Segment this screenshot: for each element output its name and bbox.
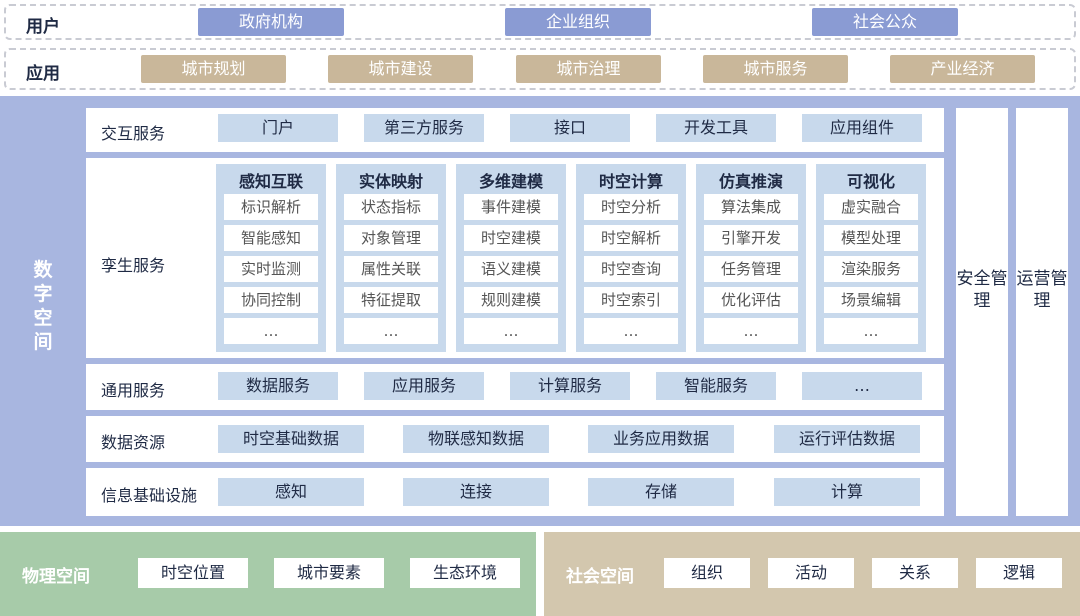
twin-column: 仿真推演算法集成引擎开发任务管理优化评估 … — [696, 164, 806, 352]
layer-data-resources: 数据资源 时空基础数据 物联感知数据 业务应用数据 运行评估数据 — [86, 416, 944, 462]
security-management: 安全管理 — [956, 108, 1008, 516]
interaction-dev-tools: 开发工具 — [656, 114, 776, 142]
twin-label: 孪生服务 — [101, 256, 166, 275]
twin-column-title: 时空计算 — [598, 172, 663, 191]
twin-column-item: 引擎开发 — [704, 225, 798, 251]
twin-column-title: 感知互联 — [238, 172, 303, 191]
twin-column-item: 算法集成 — [704, 194, 798, 220]
general-intelligent-service: 智能服务 — [656, 372, 776, 400]
twin-column-item: 对象管理 — [344, 225, 438, 251]
twin-column-item: 时空建模 — [464, 225, 558, 251]
twin-column-item: 协同控制 — [224, 287, 318, 313]
twin-column-item: 状态指标 — [344, 194, 438, 220]
twin-column-item: 属性关联 — [344, 256, 438, 282]
twin-column-item: 智能感知 — [224, 225, 318, 251]
infra-compute: 计算 — [774, 478, 920, 506]
general-app-service: 应用服务 — [364, 372, 484, 400]
twin-column-item: 虚实融合 — [824, 194, 918, 220]
twin-column-item: 优化评估 — [704, 287, 798, 313]
user-government: 政府机构 — [198, 8, 344, 36]
twin-column-item: 事件建模 — [464, 194, 558, 220]
twin-column-item: 实时监测 — [224, 256, 318, 282]
app-urban-services: 城市服务 — [703, 55, 848, 83]
twin-column-item: 时空查询 — [584, 256, 678, 282]
twin-column: 实体映射状态指标对象管理属性关联特征提取 … — [336, 164, 446, 352]
data-resources-label: 数据资源 — [101, 433, 166, 452]
security-management-label: 安全管理 — [956, 269, 1008, 311]
infra-connection: 连接 — [403, 478, 549, 506]
layer-general-services: 通用服务 数据服务 应用服务 计算服务 智能服务 … — [86, 364, 944, 410]
infra-sensing: 感知 — [218, 478, 364, 506]
twin-column-item: 规则建模 — [464, 287, 558, 313]
twin-column-title: 可视化 — [846, 172, 895, 191]
physical-space: 物理空间 时空位置 城市要素 生态环境 — [0, 532, 536, 616]
twin-column-item: 模型处理 — [824, 225, 918, 251]
twin-column-title: 实体映射 — [358, 172, 423, 191]
twin-column: 多维建模事件建模时空建模语义建模规则建模 … — [456, 164, 566, 352]
social-space-title: 社会空间 — [566, 567, 634, 587]
twin-column-item: 语义建模 — [464, 256, 558, 282]
twin-column-item: … — [824, 318, 918, 344]
social-relationship: 关系 — [872, 558, 958, 588]
social-space: 社会空间 组织 活动 关系 逻辑 — [544, 532, 1080, 616]
twin-column-item: … — [704, 318, 798, 344]
layer-interaction-services: 交互服务 门户 第三方服务 接口 开发工具 应用组件 — [86, 108, 944, 152]
twin-column-item: … — [344, 318, 438, 344]
layer-infrastructure: 信息基础设施 感知 连接 存储 计算 — [86, 468, 944, 516]
twin-column-item: 时空解析 — [584, 225, 678, 251]
apps-label: 应用 — [26, 64, 60, 84]
twin-column-item: … — [464, 318, 558, 344]
twin-column-title: 多维建模 — [478, 172, 543, 191]
user-enterprise: 企业组织 — [505, 8, 651, 36]
twin-column-item: 渲染服务 — [824, 256, 918, 282]
physical-space-title: 物理空间 — [22, 567, 90, 587]
twin-column: 感知互联标识解析智能感知实时监测协同控制 … — [216, 164, 326, 352]
twin-column-title: 仿真推演 — [718, 172, 783, 191]
interaction-app-components: 应用组件 — [802, 114, 922, 142]
apps-band: 应用 — [4, 48, 1076, 90]
app-industrial-economy: 产业经济 — [890, 55, 1035, 83]
infra-storage: 存储 — [588, 478, 734, 506]
twin-column-item: 特征提取 — [344, 287, 438, 313]
twin-column: 时空计算时空分析时空解析时空查询时空索引 … — [576, 164, 686, 352]
app-urban-construction: 城市建设 — [328, 55, 473, 83]
twin-column: 可视化虚实融合模型处理渲染服务场景编辑 … — [816, 164, 926, 352]
digital-space-title: 数字空间 — [33, 259, 53, 353]
app-urban-planning: 城市规划 — [141, 55, 286, 83]
twin-column-item: … — [584, 318, 678, 344]
data-operation-eval: 运行评估数据 — [774, 425, 920, 453]
twin-column-item: 时空索引 — [584, 287, 678, 313]
physical-ecology: 生态环境 — [410, 558, 520, 588]
general-label: 通用服务 — [101, 381, 166, 400]
app-urban-governance: 城市治理 — [516, 55, 661, 83]
twin-column-item: 任务管理 — [704, 256, 798, 282]
social-organization: 组织 — [664, 558, 750, 588]
data-iot-sensing: 物联感知数据 — [403, 425, 549, 453]
data-business-app: 业务应用数据 — [588, 425, 734, 453]
twin-column-item: 标识解析 — [224, 194, 318, 220]
general-data-service: 数据服务 — [218, 372, 338, 400]
general-compute-service: 计算服务 — [510, 372, 630, 400]
operations-management: 运营管理 — [1016, 108, 1068, 516]
layer-twin-services: 孪生服务 感知互联标识解析智能感知实时监测协同控制…实体映射状态指标对象管理属性… — [86, 158, 944, 358]
users-label: 用户 — [26, 17, 60, 37]
interaction-label: 交互服务 — [101, 124, 166, 143]
interaction-portal: 门户 — [218, 114, 338, 142]
interaction-third-party: 第三方服务 — [364, 114, 484, 142]
general-more: … — [802, 372, 922, 400]
twin-column-item: 场景编辑 — [824, 287, 918, 313]
user-public: 社会公众 — [812, 8, 958, 36]
twin-column-item: 时空分析 — [584, 194, 678, 220]
physical-location: 时空位置 — [138, 558, 248, 588]
physical-urban-elements: 城市要素 — [274, 558, 384, 588]
infrastructure-label: 信息基础设施 — [101, 486, 198, 505]
twin-column-item: … — [224, 318, 318, 344]
data-spatiotemporal-base: 时空基础数据 — [218, 425, 364, 453]
social-activity: 活动 — [768, 558, 854, 588]
operations-management-label: 运营管理 — [1016, 269, 1068, 311]
social-logic: 逻辑 — [976, 558, 1062, 588]
interaction-api: 接口 — [510, 114, 630, 142]
users-band: 用户 — [4, 4, 1076, 40]
